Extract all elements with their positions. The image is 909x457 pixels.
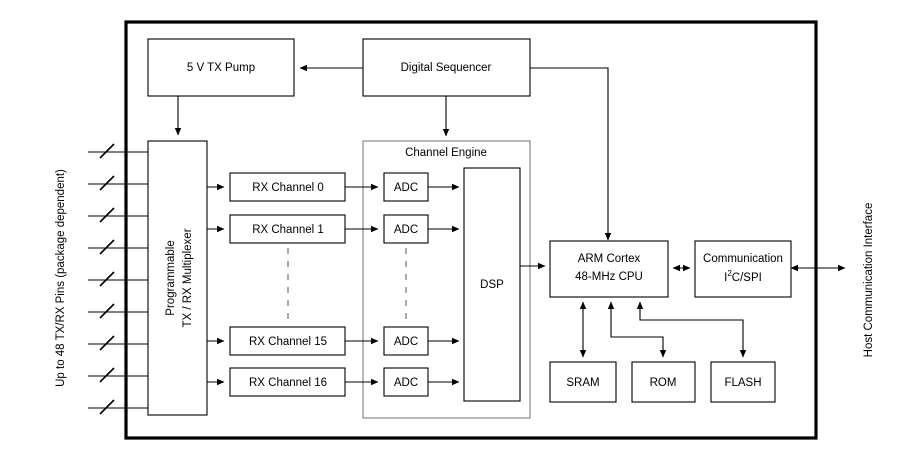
group-channel-engine [362, 140, 531, 419]
group-channel-engine-label: Channel Engine [405, 147, 487, 159]
block-flash [710, 361, 776, 403]
block-rx-channel-0-label: RX Channel 0 [252, 182, 324, 194]
block-rx-channel-15 [229, 326, 346, 356]
block-rom-label: ROM [650, 377, 677, 389]
comm-protocol-prefix: I [724, 272, 727, 284]
block-arm-cpu [549, 240, 669, 298]
block-adc-0-label: ADC [394, 182, 418, 194]
left-pin-label: Up to 48 TX/RX Pins (package dependent) [55, 169, 67, 387]
chip-boundary [124, 20, 818, 440]
right-host-label: Host Communication Interface [863, 203, 875, 358]
block-rx-channel-15-label: RX Channel 15 [249, 336, 327, 348]
block-adc-15-label: ADC [394, 336, 418, 348]
block-rx-channel-16-label: RX Channel 16 [249, 377, 327, 389]
block-flash-label: FLASH [724, 377, 761, 389]
block-dsp [463, 167, 521, 402]
block-digital-sequencer-label: Digital Sequencer [401, 62, 492, 74]
block-sram-label: SRAM [566, 377, 599, 389]
block-adc-1 [383, 214, 429, 244]
block-communication-label-line1: Communication [703, 253, 783, 265]
comm-protocol-suffix: C/SPI [732, 272, 762, 284]
block-tx-pump-label: 5 V TX Pump [187, 62, 255, 74]
block-multiplexer [147, 140, 208, 416]
block-rom [631, 361, 696, 403]
block-adc-15 [383, 326, 429, 356]
block-rx-channel-16 [229, 367, 346, 397]
tx-rx-pin-bus [88, 143, 148, 415]
block-rx-channel-0 [229, 172, 346, 202]
block-communication [694, 240, 792, 298]
block-multiplexer-label-line2: TX / RX Multiplexer [182, 228, 194, 327]
wire-cpu-to-flash [636, 301, 747, 358]
block-arm-cpu-label-line2: 48-MHz CPU [575, 271, 643, 283]
block-dsp-label: DSP [480, 279, 504, 291]
block-adc-1-label: ADC [394, 224, 418, 236]
block-multiplexer-label-line1: Programmable [165, 240, 177, 315]
block-tx-pump [147, 38, 295, 97]
block-sram [549, 361, 617, 403]
block-adc-0 [383, 172, 429, 202]
block-arm-cpu-label-line1: ARM Cortex [578, 253, 641, 265]
block-adc-16 [383, 367, 429, 397]
wire-cpu-to-rom [607, 301, 667, 358]
block-rx-channel-1 [229, 214, 346, 244]
block-rx-channel-1-label: RX Channel 1 [252, 224, 324, 236]
block-communication-label-line2: I2C/SPI [724, 269, 762, 284]
block-adc-16-label: ADC [394, 377, 418, 389]
comm-protocol-superscript: 2 [727, 269, 732, 278]
wire-sequencer-to-cpu [530, 67, 612, 241]
